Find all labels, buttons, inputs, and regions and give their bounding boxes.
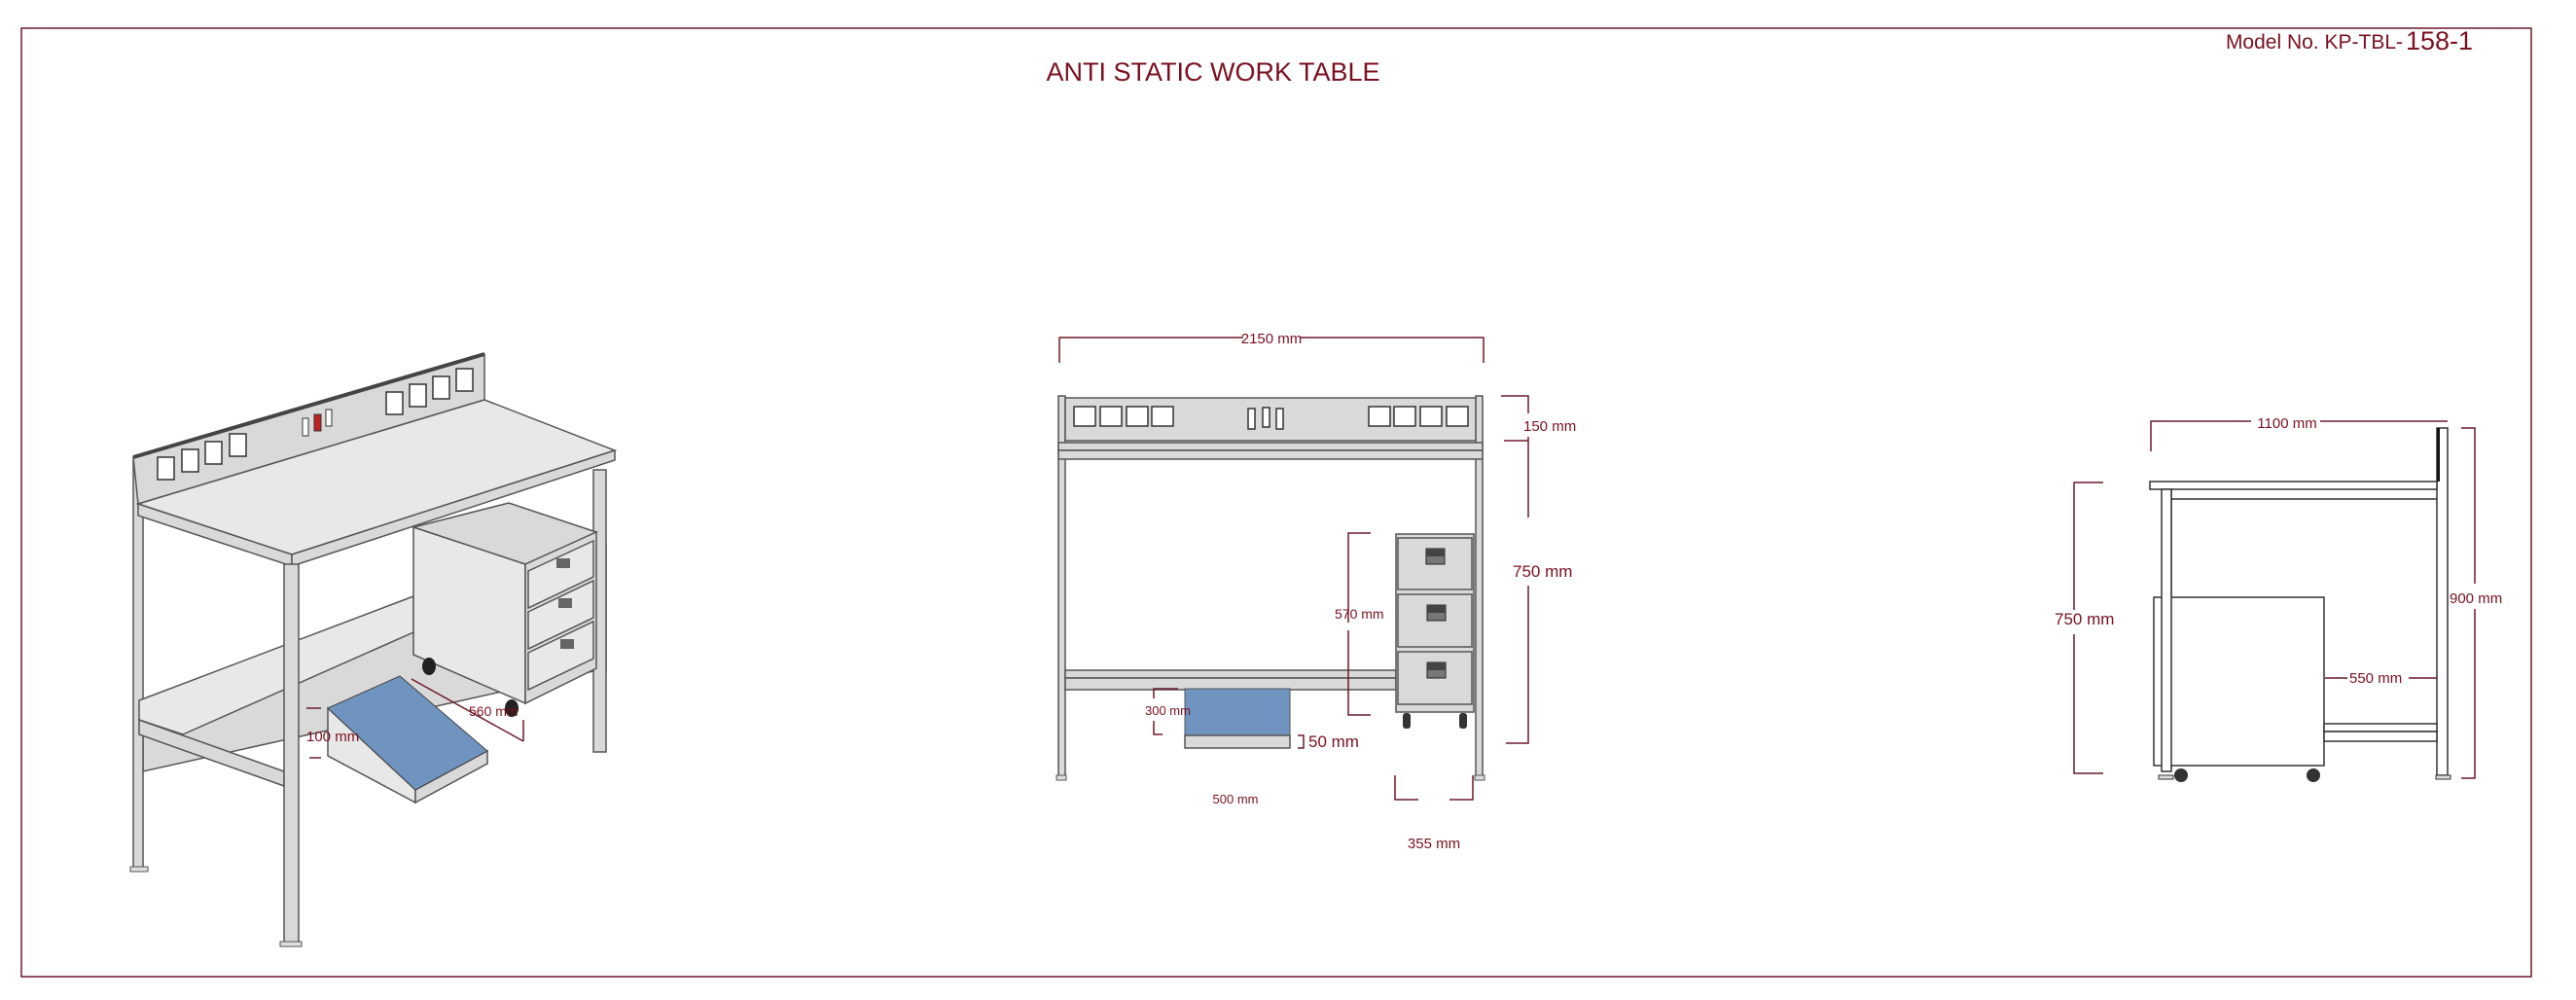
dim-width: 2150 mm <box>1241 331 1303 347</box>
model-label: Model No. KP-TBL- <box>2226 31 2403 54</box>
footrest-top[interactable] <box>327 675 488 791</box>
table-top <box>2149 481 2438 490</box>
dim-footrest-thickness: 50 mm <box>1308 732 1359 751</box>
dim-cabinet-depth: 560 mm <box>469 703 519 719</box>
drawer-1[interactable] <box>527 539 594 610</box>
model-number: 158-1 <box>2406 26 2473 55</box>
dim-total-height: 900 mm <box>2450 590 2502 607</box>
wheel <box>1459 713 1467 729</box>
page-title: ANTI STATIC WORK TABLE <box>1046 57 1379 87</box>
dim-cabinet-width: 355 mm <box>1408 836 1460 852</box>
table-top-side-edge <box>291 448 616 568</box>
drawer-1[interactable] <box>1397 537 1473 590</box>
drawer-handle <box>558 598 572 608</box>
drawer-handle <box>560 639 574 649</box>
side-view: 1100 mm 750 mm 900 mm 550 mm <box>2055 415 2502 782</box>
dim-footrest-height: 100 mm <box>306 729 359 745</box>
lower-rail <box>1064 677 1397 691</box>
sheet-border <box>20 27 2532 978</box>
sockets <box>1073 406 1469 430</box>
wheel <box>2307 768 2320 782</box>
dim-table-height: 750 mm <box>1513 562 1572 581</box>
front-view: 2150 mm 150 mm 750 mm 570 mm <box>1055 331 1576 852</box>
wheel <box>1403 713 1411 729</box>
dim-side-table-height: 750 mm <box>2055 610 2114 628</box>
drawer-cabinet <box>2153 596 2325 767</box>
front-leg <box>2161 488 2172 772</box>
isometric-view: 560 mm 100 mm <box>129 352 618 947</box>
footrest[interactable] <box>1184 688 1291 736</box>
table-top <box>1057 442 1484 451</box>
power-switch <box>313 413 322 432</box>
drawer-handle <box>556 558 570 568</box>
switch <box>325 409 333 427</box>
top-rail <box>1057 449 1484 460</box>
lower-shelf <box>1064 669 1397 679</box>
dim-panel-height: 150 mm <box>1523 418 1576 435</box>
drawer-3[interactable] <box>527 620 594 692</box>
front-left-leg <box>283 563 300 945</box>
socket-group-left <box>157 433 247 481</box>
dim-footrest-clearance: 300 mm <box>1145 703 1191 718</box>
wheel <box>2174 768 2188 782</box>
lower-shelf <box>2323 723 2438 732</box>
drawer-2[interactable] <box>527 579 594 651</box>
wheel <box>422 658 436 675</box>
dim-footrest-width: 500 mm <box>1213 792 1259 806</box>
back-left-leg <box>132 459 144 870</box>
socket-group-right <box>385 368 474 415</box>
dim-cabinet-gap: 550 mm <box>2349 670 2402 687</box>
indicator-switch <box>302 417 309 437</box>
dim-cabinet-height: 570 mm <box>1335 606 1384 622</box>
wheel <box>505 699 519 717</box>
dim-depth: 1100 mm <box>2257 415 2316 432</box>
